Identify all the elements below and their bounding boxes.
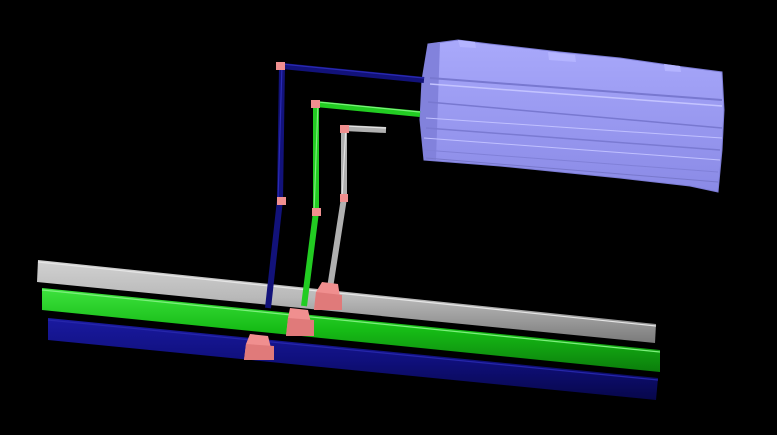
green-branch	[301, 100, 421, 307]
gray-tee	[314, 282, 342, 310]
blue-rail	[47, 318, 659, 400]
blue-branch	[265, 62, 425, 309]
equipment-unit	[419, 39, 725, 193]
gray-coupling	[340, 194, 348, 202]
green-rail	[41, 288, 661, 372]
blue-elbow	[276, 62, 285, 70]
green-tee	[286, 308, 314, 336]
gray-branch	[327, 125, 387, 289]
gray-rail	[37, 260, 657, 343]
green-coupling	[312, 208, 321, 216]
blue-tee	[244, 334, 274, 360]
gray-elbow	[340, 125, 349, 133]
blue-coupling	[277, 197, 286, 205]
green-elbow	[311, 100, 320, 108]
